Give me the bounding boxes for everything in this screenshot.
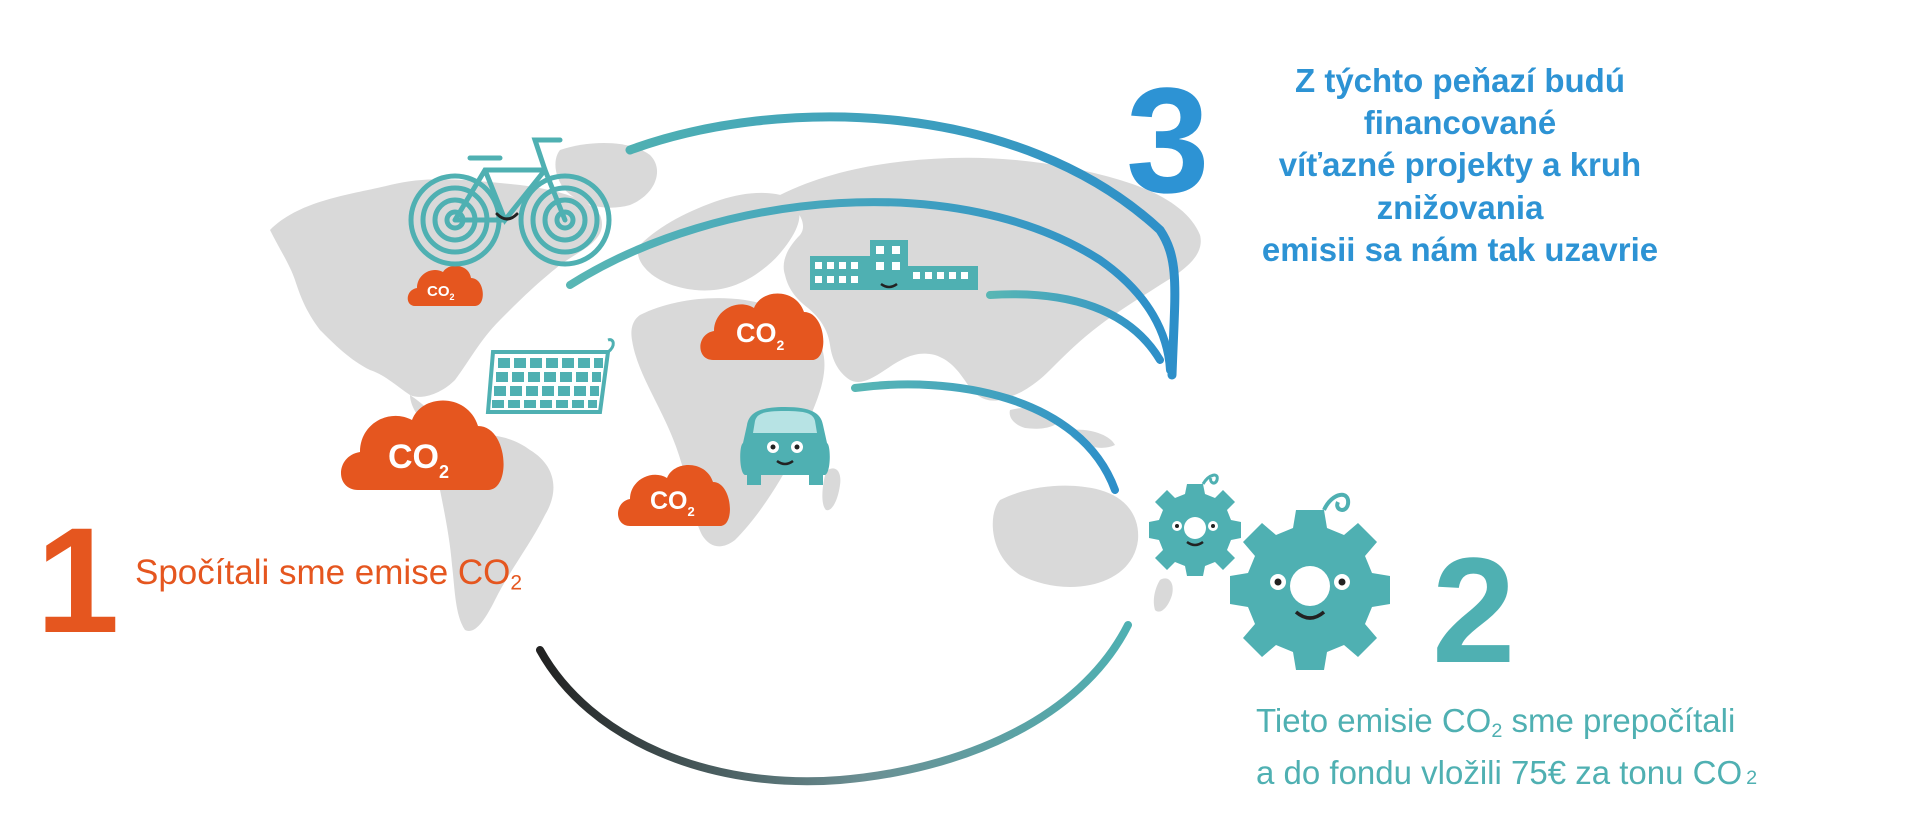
co2-cloud-north-america: CO2	[407, 265, 483, 306]
gear-small-pupil-right	[1211, 524, 1215, 528]
step-2-line-2-subscript: 2	[1746, 767, 1758, 790]
arc-top-inner	[566, 198, 1174, 374]
cloud-shape	[407, 265, 483, 306]
co2-clouds: CO2 CO2 CO2 CO2	[340, 265, 824, 526]
gear-small-tendril	[1201, 473, 1219, 485]
car-pupil-left	[770, 444, 776, 450]
cloud-label: CO2	[650, 487, 695, 519]
new-zealand-shape	[1153, 578, 1173, 612]
step-1-subscript: 2	[510, 571, 523, 595]
cloud-label-sub: 2	[439, 462, 449, 482]
southeast-asia-islands-shape	[1009, 408, 1115, 448]
step-3-line-1: Z týchto peňazí budú financované	[1295, 62, 1625, 142]
australia-shape	[992, 485, 1139, 587]
africa-shape	[631, 298, 825, 547]
bicycle-icon	[408, 137, 612, 267]
co2-cloud-middle-east: CO2	[700, 293, 824, 360]
cloud-shape	[700, 293, 824, 360]
step-1-number: 1	[36, 496, 120, 664]
factory-smile	[880, 282, 898, 289]
arc-africa	[851, 380, 1119, 494]
cloud-label: CO2	[427, 283, 455, 302]
step-2-line-1-subscript: 2	[1491, 719, 1503, 742]
bicycle-handlebar	[531, 137, 563, 173]
cloud-label-main: CO	[650, 487, 688, 515]
step-3-number: 3	[1126, 56, 1210, 224]
solar-panel-icon	[485, 338, 615, 414]
step-2-line-1-a: Tieto emisie CO	[1256, 702, 1492, 739]
car-wheel-left	[747, 475, 761, 485]
gear-large-pupil-right	[1338, 578, 1346, 586]
gear-small-hole	[1184, 517, 1206, 539]
cloud-shape	[618, 464, 730, 526]
step-2-label: Tieto emisie CO2 sme prepočítali a do fo…	[1256, 695, 1757, 799]
bicycle-wheel-front-inner-2	[542, 197, 588, 243]
gear-large-pupil-left	[1274, 578, 1282, 586]
car-wheel-right	[809, 475, 823, 485]
gear-large-tendril	[1322, 493, 1351, 512]
step-3-line-3: emisii sa nám tak uzavrie	[1261, 230, 1659, 268]
gear-small-pupil-left	[1175, 524, 1179, 528]
arc-bottom	[536, 621, 1132, 786]
co2-cloud-africa: CO2	[618, 464, 730, 526]
step-2-line-2-a: a do fondu vložili 75€ za tonu CO	[1256, 754, 1743, 792]
car-pupil-right	[794, 444, 800, 450]
step-2-number: 2	[1432, 526, 1516, 694]
cloud-label: CO2	[736, 318, 785, 353]
cloud-label-sub: 2	[688, 504, 695, 519]
factory-left-wing	[810, 256, 870, 290]
gear-mascot-large-icon	[1230, 493, 1390, 670]
cloud-label-main: CO	[736, 318, 777, 348]
europe-shape	[637, 192, 800, 291]
gear-large-hole	[1290, 566, 1330, 606]
co2-cloud-south-america: CO2	[340, 400, 504, 490]
step-3-line-2: víťazné projekty a kruh znižovania	[1278, 146, 1642, 226]
arc-top-outer	[625, 112, 1180, 380]
cloud-label-sub: 2	[450, 292, 455, 302]
cycle-arcs	[536, 112, 1180, 786]
cloud-label: CO2	[388, 438, 449, 482]
step-2-line-1: Tieto emisie CO2 sme prepočítali	[1256, 695, 1757, 747]
madagascar-shape	[822, 468, 841, 511]
factory-icon	[810, 240, 978, 290]
bicycle-wheel-front-hub	[554, 209, 576, 231]
step-3-label: Z týchto peňazí budú financované víťazné…	[1240, 60, 1680, 271]
step-2-line-1-b: sme prepočítali	[1502, 702, 1736, 739]
cloud-label-main: CO	[427, 283, 450, 300]
solar-panel-tendril	[607, 338, 615, 354]
asia-shape	[780, 157, 1201, 401]
step-1-label: Spočítali sme emise CO2	[135, 553, 522, 595]
solar-panel-grid	[492, 358, 603, 408]
car-icon	[740, 407, 830, 485]
cloud-label-main: CO	[388, 438, 439, 476]
gear-small-smile	[1186, 540, 1204, 547]
factory-windows	[815, 246, 968, 283]
factory-tower	[870, 240, 908, 290]
car-windshield	[753, 411, 817, 433]
bicycle-wheel-front	[518, 173, 612, 267]
step-1-text: Spočítali sme emise CO	[135, 553, 511, 592]
arc-asia	[986, 290, 1164, 364]
cloud-shape	[340, 400, 504, 490]
bicycle-wheel-front-inner	[530, 185, 600, 255]
bicycle-smile	[495, 212, 519, 221]
car-smile	[776, 459, 794, 466]
gear-large-smile	[1294, 610, 1326, 620]
gear-mascot-small-icon	[1149, 473, 1241, 576]
cloud-label-sub: 2	[777, 337, 785, 353]
